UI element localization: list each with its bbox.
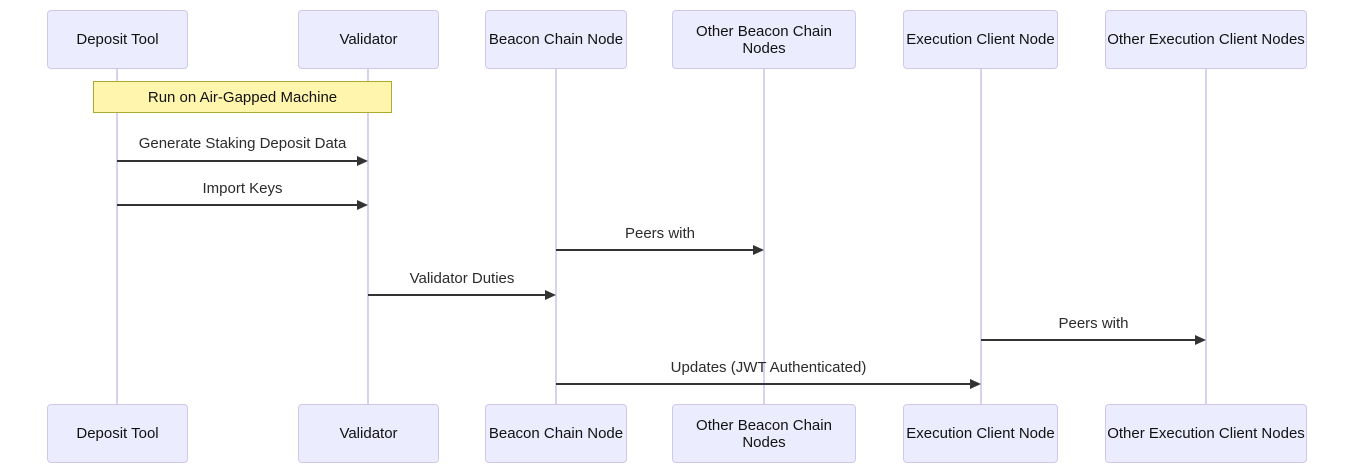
arrowhead-icon	[545, 290, 556, 300]
arrowhead-icon	[357, 156, 368, 166]
lifeline-deposit-tool	[116, 69, 118, 404]
lifeline-execution-client-node	[980, 69, 982, 404]
lifeline-other-beacon-chain-nodes	[763, 69, 765, 404]
message-line-updates-jwt-authenticated	[556, 383, 971, 385]
participant-top-validator: Validator	[298, 10, 439, 69]
participant-top-other-execution-client-nodes: Other Execution Client Nodes	[1105, 10, 1307, 69]
participant-bottom-validator: Validator	[298, 404, 439, 463]
arrowhead-icon	[357, 200, 368, 210]
message-line-import-keys	[117, 204, 358, 206]
message-line-validator-duties	[368, 294, 546, 296]
message-line-generate-staking-deposit-data	[117, 160, 358, 162]
message-line-peers-with-execution	[981, 339, 1196, 341]
participant-top-other-beacon-chain-nodes: Other Beacon Chain Nodes	[672, 10, 856, 69]
participant-bottom-deposit-tool: Deposit Tool	[47, 404, 188, 463]
arrowhead-icon	[1195, 335, 1206, 345]
participant-bottom-execution-client-node: Execution Client Node	[903, 404, 1058, 463]
lifeline-other-execution-client-nodes	[1205, 69, 1207, 404]
message-label-generate-staking-deposit-data: Generate Staking Deposit Data	[138, 135, 347, 152]
message-label-validator-duties: Validator Duties	[409, 270, 515, 287]
message-label-peers-with-beacon: Peers with	[624, 225, 696, 242]
participant-top-execution-client-node: Execution Client Node	[903, 10, 1058, 69]
participant-bottom-other-beacon-chain-nodes: Other Beacon Chain Nodes	[672, 404, 856, 463]
message-label-updates-jwt-authenticated: Updates (JWT Authenticated)	[670, 359, 867, 376]
lifeline-beacon-chain-node	[555, 69, 557, 404]
participant-top-beacon-chain-node: Beacon Chain Node	[485, 10, 627, 69]
note-run-on-air-gapped-machine: Run on Air-Gapped Machine	[93, 81, 392, 113]
message-label-peers-with-execution: Peers with	[1058, 315, 1129, 332]
participant-bottom-other-execution-client-nodes: Other Execution Client Nodes	[1105, 404, 1307, 463]
lifeline-validator	[367, 69, 369, 404]
arrowhead-icon	[970, 379, 981, 389]
participant-bottom-beacon-chain-node: Beacon Chain Node	[485, 404, 627, 463]
message-line-peers-with-beacon	[556, 249, 754, 251]
participant-top-deposit-tool: Deposit Tool	[47, 10, 188, 69]
message-label-import-keys: Import Keys	[202, 180, 283, 197]
arrowhead-icon	[753, 245, 764, 255]
